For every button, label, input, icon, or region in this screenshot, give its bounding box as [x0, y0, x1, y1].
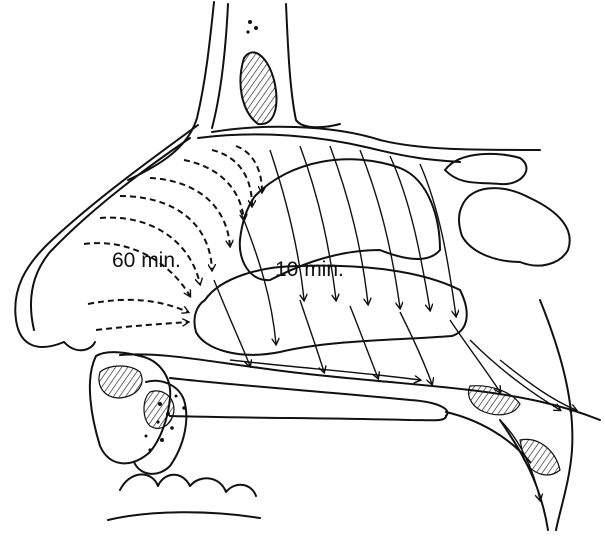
soft-palate	[446, 412, 530, 462]
cavity-roof	[198, 134, 460, 162]
hard-palate-bottom	[170, 416, 446, 420]
nasal-bone-inner	[212, 4, 228, 128]
pharynx-wall	[540, 300, 572, 530]
teeth	[120, 474, 256, 496]
slow-flow-arrows	[84, 146, 262, 330]
fast-zone-label: 10 min.	[275, 258, 344, 282]
cribriform-plate	[212, 127, 540, 150]
nose-ala	[64, 342, 95, 350]
sphenoid-lower	[459, 188, 570, 265]
nasal-floor	[120, 354, 600, 420]
slow-zone-label: 60 min.	[112, 249, 181, 273]
nasal-bone-outline	[128, 2, 214, 180]
frontal-bone-outline	[286, 4, 340, 127]
frontal-sinus	[240, 52, 276, 124]
sphenoid-upper	[445, 154, 526, 184]
pharynx-wall-inner	[500, 420, 548, 530]
lower-lip	[108, 512, 260, 520]
